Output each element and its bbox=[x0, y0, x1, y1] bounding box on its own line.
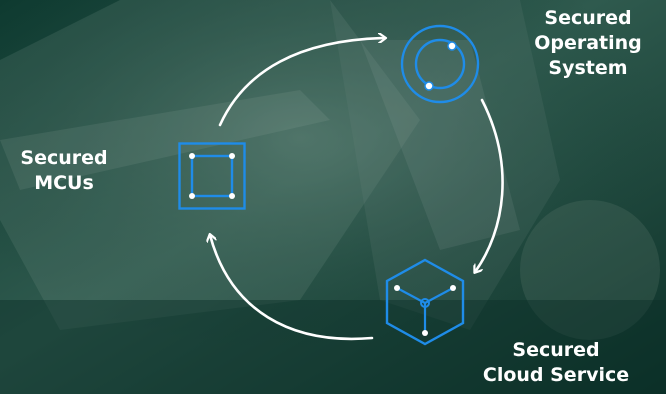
node-label-operating-system: Secured Operating System bbox=[518, 6, 658, 81]
arrow-os-to-cloud bbox=[475, 98, 504, 272]
arrow-mcu-to-os bbox=[218, 38, 385, 127]
hexagon-hub-icon bbox=[385, 258, 465, 346]
node-label-line: MCUs bbox=[34, 172, 94, 194]
node-label-line: Secured bbox=[20, 147, 108, 169]
node-label-line: Secured bbox=[512, 339, 600, 361]
node-label-line: Operating bbox=[534, 32, 642, 54]
arrow-cloud-to-mcu bbox=[210, 235, 374, 341]
node-label-line: Cloud Service bbox=[482, 364, 630, 386]
node-label-mcus: Secured MCUs bbox=[6, 146, 122, 196]
chip-square-icon bbox=[178, 142, 246, 210]
node-label-line: System bbox=[548, 57, 628, 79]
node-label-cloud-service: Secured Cloud Service bbox=[466, 338, 646, 388]
orbit-circle-icon bbox=[400, 24, 480, 104]
node-label-line: Secured bbox=[544, 7, 632, 29]
